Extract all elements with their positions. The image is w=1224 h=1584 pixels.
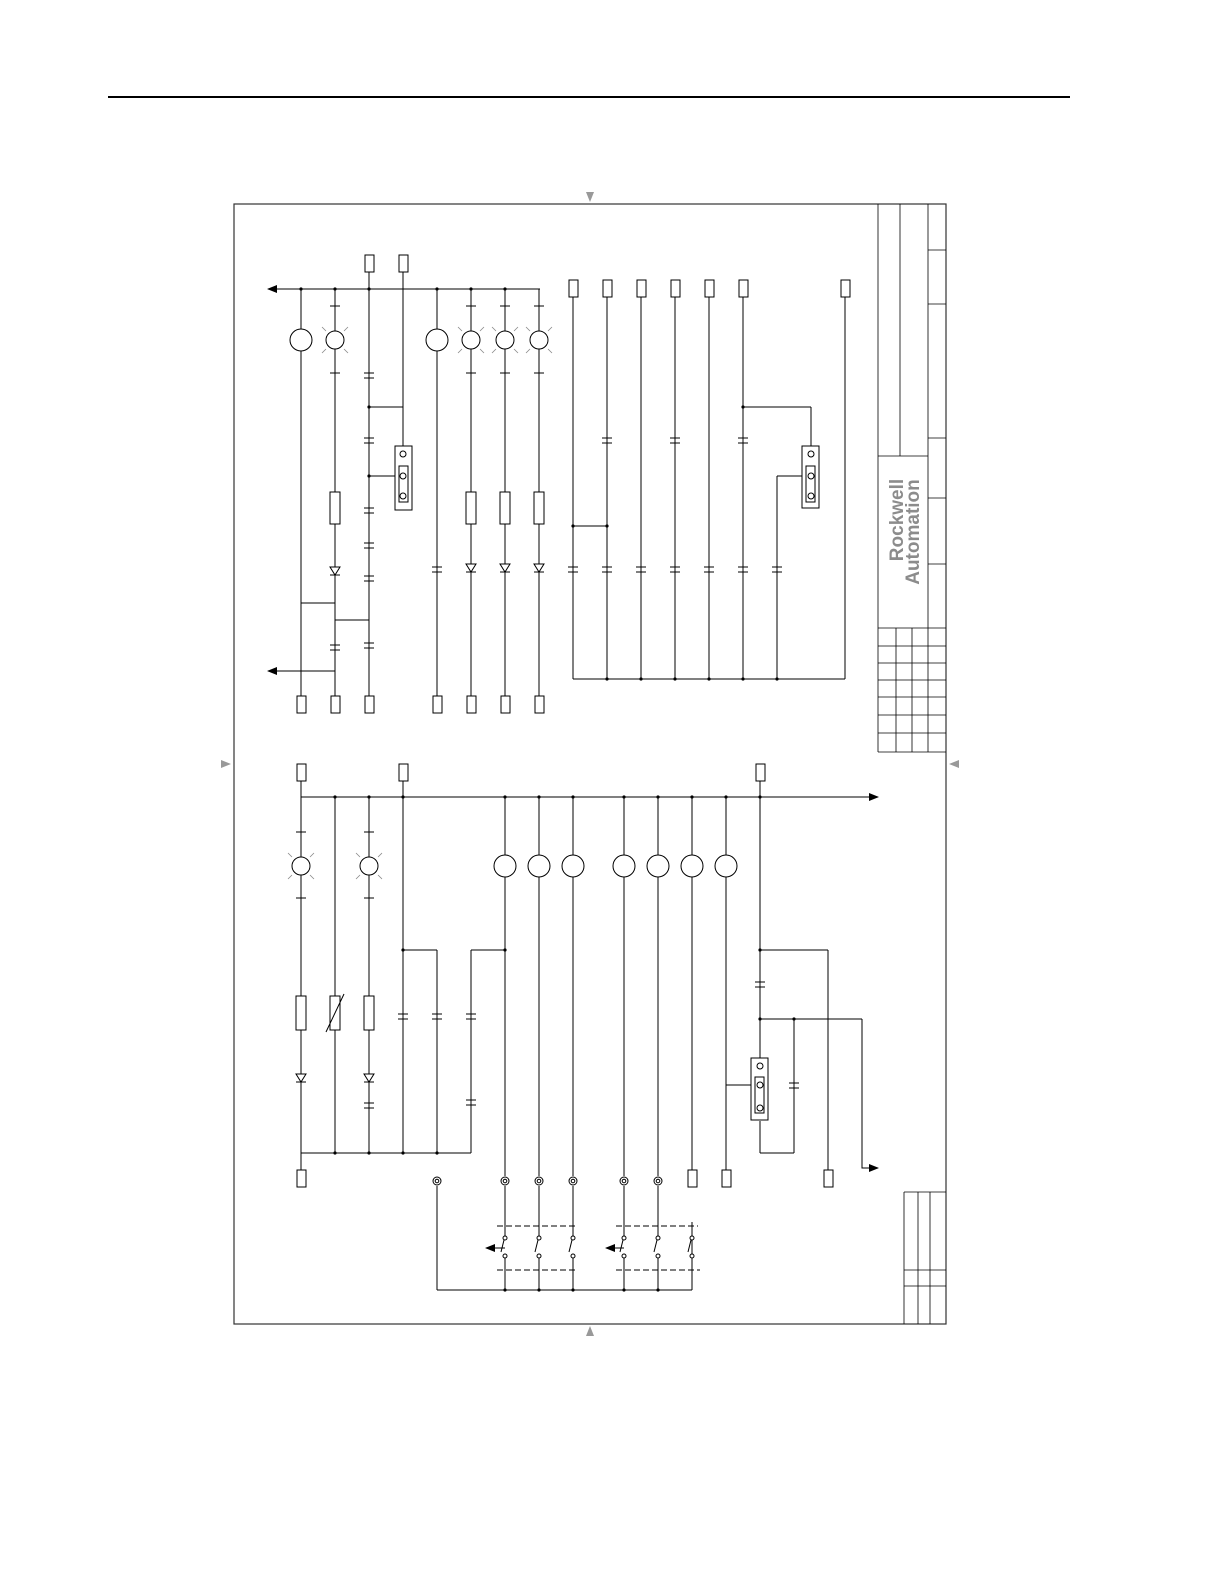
title-block [878, 204, 946, 1324]
logo-line2: Automation [903, 479, 924, 585]
lamp-icon [462, 331, 548, 349]
contact-network-upper [568, 297, 845, 679]
terminal-icon-lower [297, 764, 833, 1187]
coil-icon [292, 855, 737, 877]
frame-center-marker-icon [221, 192, 959, 1336]
selector-switch-icon [486, 1186, 700, 1290]
lower-schematic [296, 781, 878, 1290]
rockwell-automation-logo: Rockwell Automation [887, 479, 924, 585]
drawing-frame [234, 204, 946, 1324]
